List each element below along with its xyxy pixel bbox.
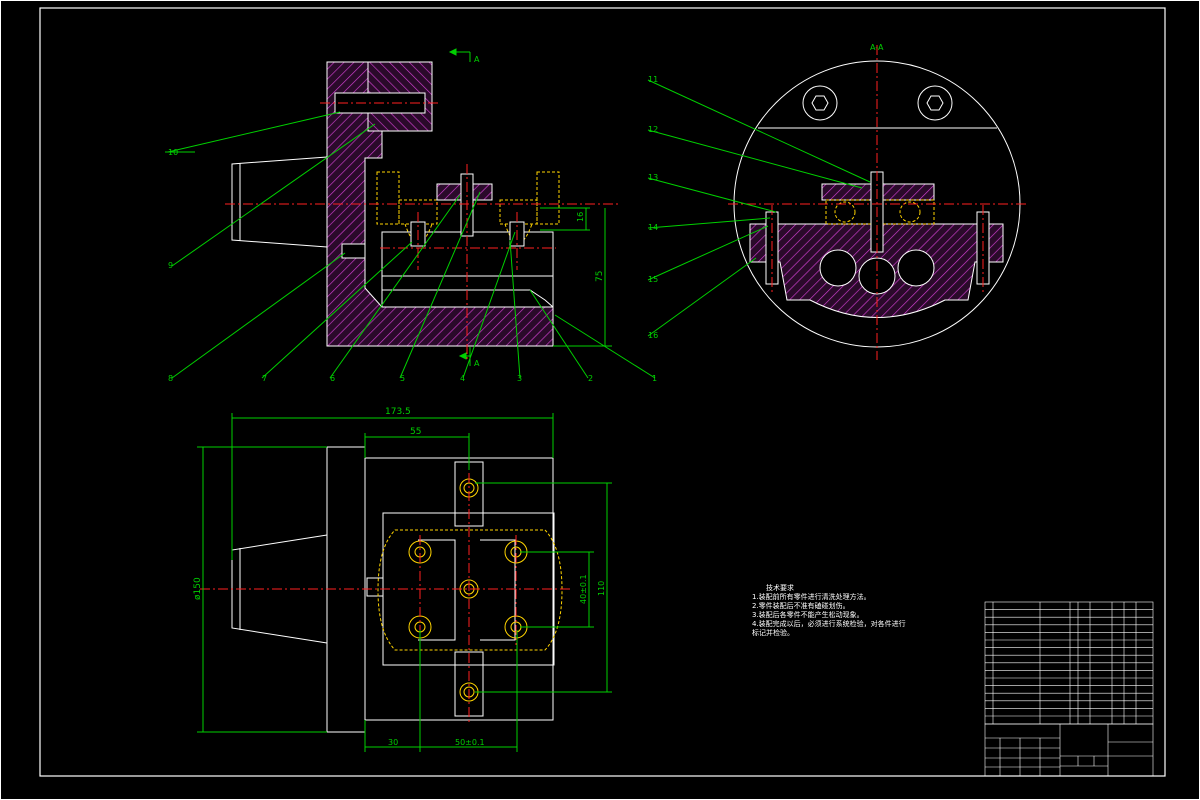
balloon-2: 2 [588, 374, 593, 383]
title-block [984, 723, 1154, 777]
balloon-6: 6 [330, 374, 335, 383]
balloon-10: 10 [168, 148, 178, 157]
balloon-9: 9 [168, 261, 173, 270]
dim-75: 75 [595, 271, 605, 282]
balloon-5: 5 [400, 374, 405, 383]
balloon-15: 15 [648, 275, 658, 284]
note-line-4: 4.装配完成以后，必须进行系统检验，对各件进行 [752, 620, 906, 628]
top-plan-view: 173.5 55 ø150 40±0.1 110 30 50±0.1 [193, 407, 612, 752]
section-mark-side: A-A [870, 43, 884, 52]
notes-title: 技术要求 [766, 584, 794, 592]
parts-list [984, 601, 1154, 725]
note-line-3: 3.装配后各零件不能产生松动现象。 [752, 611, 864, 619]
side-section-view: A-A 11 12 13 14 15 16 [647, 43, 1028, 360]
dim-55: 55 [410, 427, 421, 437]
note-line-2: 2.零件装配后不准有磕碰划伤。 [752, 602, 850, 610]
balloon-16: 16 [648, 331, 658, 340]
balloon-11: 11 [648, 75, 658, 84]
dim-150: ø150 [193, 577, 203, 600]
dim-16: 16 [576, 212, 585, 222]
balloon-3: 3 [517, 374, 522, 383]
section-mark-bottom: A [474, 359, 480, 368]
dim-110: 110 [597, 581, 606, 596]
technical-requirements: 技术要求 1.装配前所有零件进行清洗处理方法。 2.零件装配后不准有磕碰划伤。 … [752, 584, 906, 638]
front-section-view: A A 16 75 10 9 8 7 6 5 4 3 2 [165, 48, 657, 383]
balloon-13: 13 [648, 173, 658, 182]
section-mark-top: A [474, 55, 480, 64]
balloon-4: 4 [460, 374, 465, 383]
dim-30: 30 [388, 738, 398, 747]
balloon-14: 14 [648, 223, 658, 232]
note-line-1: 1.装配前所有零件进行清洗处理方法。 [752, 593, 871, 601]
dim-40: 40±0.1 [579, 574, 588, 604]
dim-173: 173.5 [385, 407, 411, 417]
dim-50: 50±0.1 [455, 738, 485, 747]
note-line-5: 标记并检验。 [752, 629, 794, 637]
balloon-7: 7 [262, 374, 267, 383]
balloon-8a: 8 [168, 374, 173, 383]
balloon-1: 1 [652, 374, 657, 383]
balloon-12: 12 [648, 125, 658, 134]
